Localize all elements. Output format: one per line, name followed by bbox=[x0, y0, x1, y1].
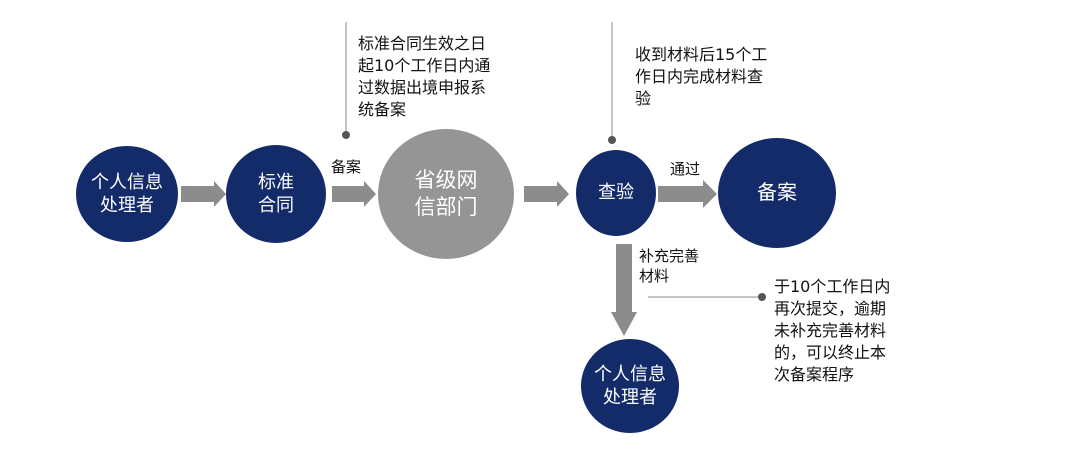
node-processor-start-label: 个人信息 处理者 bbox=[91, 171, 163, 216]
resubmit-note: 于10个工作日内 再次提交，逾期 未补充完善材料 的，可以终止本 次备案程序 bbox=[774, 277, 891, 384]
review-note-leader-dot bbox=[608, 136, 616, 144]
node-standard-contract-label: 标准 合同 bbox=[258, 171, 294, 216]
node-provincial-office: 省级网 信部门 bbox=[378, 129, 514, 259]
edge-label-supplement: 补充完善 材料 bbox=[639, 247, 700, 285]
arrow-review-to-filing bbox=[658, 180, 717, 208]
node-processor-end: 个人信息 处理者 bbox=[581, 339, 679, 433]
node-provincial-office-label: 省级网 信部门 bbox=[414, 168, 478, 219]
arrow-office-to-review bbox=[524, 181, 569, 207]
edge-label-pass: 通过 bbox=[670, 160, 701, 178]
contract-note-leader-dot bbox=[342, 131, 350, 139]
node-processor-start: 个人信息 处理者 bbox=[76, 146, 178, 242]
review-note: 收到材料后15个工 作日内完成材料查 验 bbox=[635, 45, 768, 108]
resubmit-note-leader-dot bbox=[758, 293, 766, 301]
node-processor-end-label: 个人信息 处理者 bbox=[594, 363, 666, 408]
node-filing-label: 备案 bbox=[757, 180, 797, 205]
arrow-review-to-processor bbox=[611, 244, 637, 336]
node-review-label: 查验 bbox=[598, 182, 634, 204]
node-standard-contract: 标准 合同 bbox=[226, 145, 326, 243]
node-review: 查验 bbox=[576, 150, 656, 236]
contract-note: 标准合同生效之日 起10个工作日内通 过数据出境申报系 统备案 bbox=[358, 34, 491, 119]
arrow-contract-to-office bbox=[332, 181, 376, 207]
arrow-processor-to-contract bbox=[181, 181, 226, 207]
node-filing: 备案 bbox=[718, 138, 836, 248]
edge-label-filing: 备案 bbox=[331, 158, 362, 176]
